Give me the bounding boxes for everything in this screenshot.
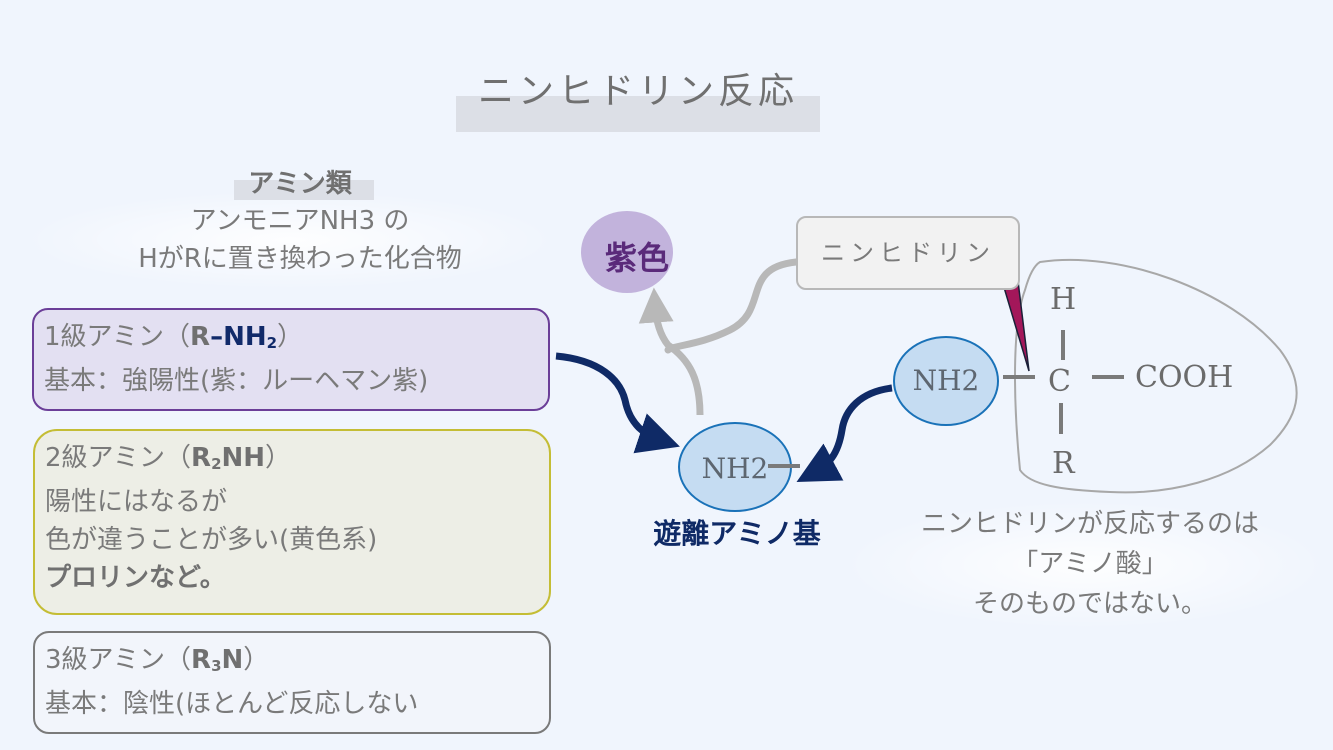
group-cooh: COOH [1135, 360, 1234, 395]
primary-amine-detail: 基本：強陽性(紫：ルーヘマン紫) [44, 366, 429, 396]
amine-heading-highlight [234, 180, 374, 200]
atom-c: C [1048, 364, 1071, 399]
amine-desc-line1: アンモニアNH3 の [190, 206, 410, 236]
note-line1: ニンヒドリンが反応するのは [920, 509, 1259, 539]
formula-subscript: 2 [266, 334, 278, 352]
secondary-amine-label: 2級アミン（ [45, 443, 192, 473]
purple-result-ellipse [581, 211, 673, 293]
amine-desc-line2: HがRに置き換わった化合物 [138, 244, 462, 274]
secondary-amine-box: 2級アミン（R2NH） 陽性にはなるが 色が違うことが多い(黄色系) プロリンな… [33, 429, 551, 615]
primary-amine-title: 1級アミン（R–NH2） [44, 318, 538, 362]
amine-heading: アミン類 [248, 169, 352, 199]
formula-r: R [190, 322, 211, 352]
primary-amine-box: 1級アミン（R–NH2） 基本：強陽性(紫：ルーヘマン紫) [32, 308, 550, 411]
primary-amine-label: 1級アミン（ [44, 322, 191, 352]
free-nh2-label: NH2 [701, 452, 769, 485]
page-title: ニンヒドリン反応 [477, 71, 798, 112]
secondary-amine-example: プロリンなど。 [45, 563, 226, 593]
secondary-amine-detail-1: 陽性にはなるが [45, 487, 228, 517]
amino-acid-nh2-ellipse [893, 336, 999, 426]
formula-nh2: –NH2 [210, 322, 277, 352]
amine-description: アンモニアNH3 の HがRに置き換わった化合物 [60, 202, 540, 278]
formula-subscript: 2 [211, 455, 222, 473]
tertiary-amine-label: 3級アミン（ [45, 645, 192, 675]
atom-r: R [1052, 446, 1075, 481]
secondary-amine-suffix: ） [265, 443, 292, 473]
formula-nh: NH [221, 443, 266, 473]
tertiary-amine-suffix: ） [243, 645, 270, 675]
formula-r: R [191, 443, 212, 473]
purple-result-label: 紫色 [604, 239, 669, 277]
formula-subscript: 3 [211, 657, 222, 675]
note-glow [840, 500, 1330, 630]
intro-glow [20, 190, 560, 290]
ninhydrin-box: ニンヒドリン [796, 216, 1020, 290]
free-amino-group-label: 遊離アミノ基 [653, 517, 821, 550]
reaction-note: ニンヒドリンが反応するのは 「アミノ酸」 そのものではない。 [850, 504, 1330, 624]
primary-to-free-arrow [555, 352, 680, 454]
purple-result-arrow [638, 287, 704, 416]
formula-r3n: R3N [191, 645, 243, 675]
title-highlight [456, 96, 820, 132]
secondary-amine-detail-2: 色が違うことが多い(黄色系) [45, 525, 378, 555]
tertiary-amine-detail: 基本：陰性(ほとんど反応しない [45, 689, 419, 719]
ninhydrin-flow-line [664, 258, 800, 354]
formula-r2nh: R2NH [191, 443, 265, 473]
note-line2: 「アミノ酸」 [1012, 549, 1168, 579]
formula-nh: –NH [210, 322, 267, 352]
aminoacid-to-free-arrow [796, 384, 893, 482]
formula-n: N [221, 645, 244, 675]
tertiary-amine-box: 3級アミン（R3N） 基本：陰性(ほとんど反応しない [33, 631, 551, 734]
note-line3: そのものではない。 [972, 589, 1207, 619]
primary-amine-suffix: ） [277, 322, 304, 352]
atom-h: H [1050, 282, 1077, 317]
tertiary-amine-title: 3級アミン（R3N） [45, 641, 539, 685]
secondary-amine-title: 2級アミン（R2NH） [45, 439, 539, 483]
amino-acid-nh2-label: NH2 [912, 364, 980, 397]
formula-r: R [191, 645, 212, 675]
